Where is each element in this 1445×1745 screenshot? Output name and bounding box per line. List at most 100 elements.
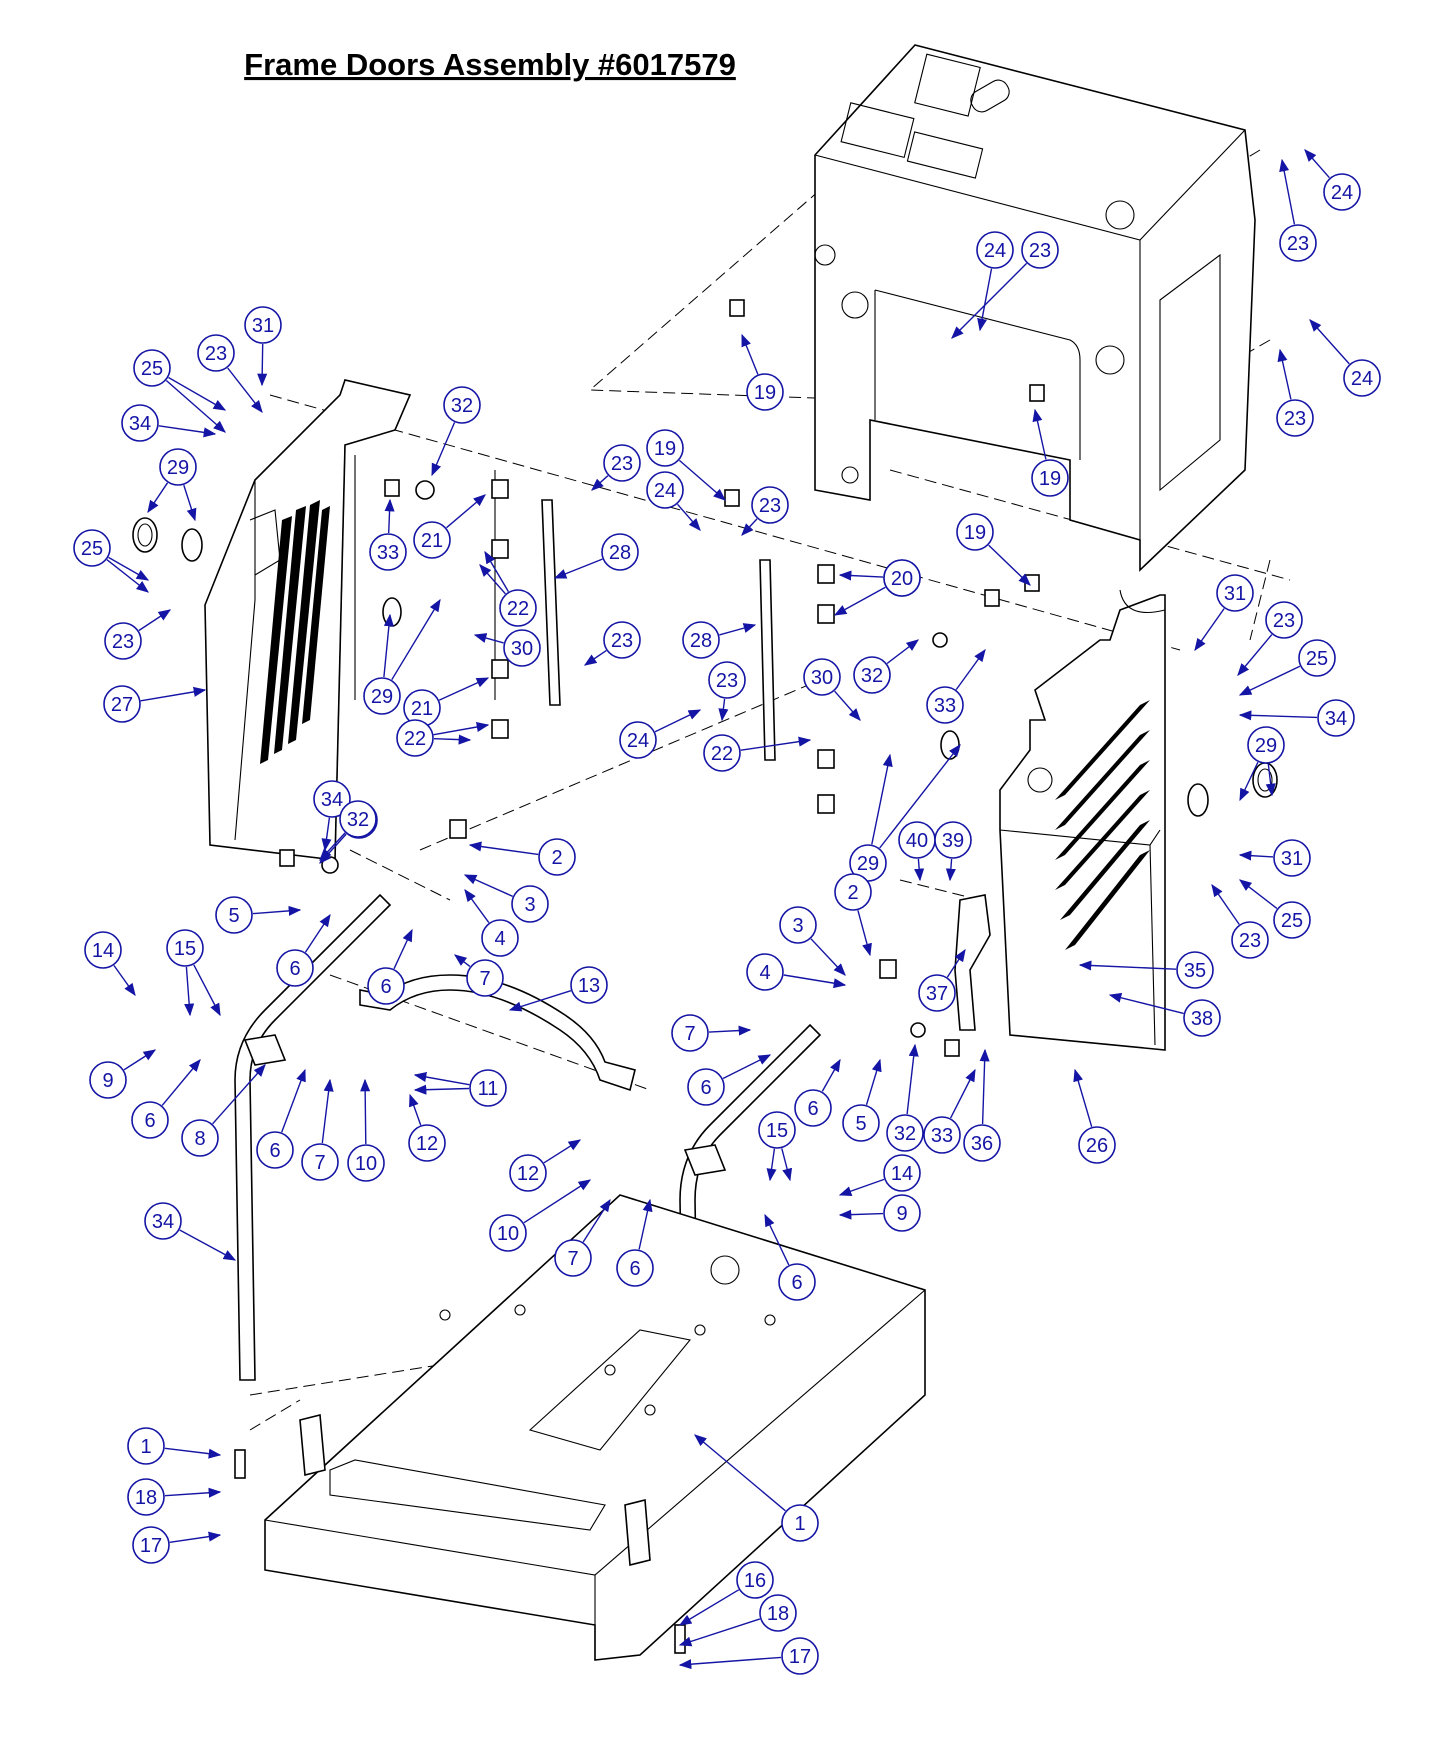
- callout-number: 23: [716, 670, 738, 692]
- callout-number: 38: [1191, 1008, 1213, 1030]
- callout-bubble: [1021, 231, 1059, 269]
- callout-24: 24: [1304, 149, 1361, 211]
- callout-leader-arrow: [164, 1487, 222, 1498]
- callout-bubble: [736, 1561, 774, 1599]
- callout-34: 34: [313, 780, 351, 852]
- callout-leader-arrow: [810, 938, 846, 976]
- callout-bubble: [538, 838, 576, 876]
- callout-4: 4: [746, 953, 847, 991]
- callout-37: 37: [918, 948, 966, 1012]
- callout-number: 24: [1331, 182, 1353, 204]
- callout-31: 31: [1238, 839, 1311, 877]
- callout-number: 6: [629, 1258, 640, 1280]
- callout-number: 21: [411, 698, 433, 720]
- callout-3: 3: [779, 906, 846, 976]
- callout-25: 25: [1239, 879, 1311, 939]
- callout-17: 17: [678, 1637, 819, 1675]
- callout-23: 23: [1237, 601, 1303, 676]
- callout-15: 15: [166, 929, 221, 1017]
- callout-bubble: [73, 529, 111, 567]
- callout-number: 12: [416, 1133, 438, 1155]
- callout-leader-arrow: [165, 379, 226, 433]
- callout-number: 5: [228, 905, 239, 927]
- callout-7: 7: [671, 1014, 752, 1052]
- callout-40: 40: [898, 821, 936, 882]
- callout-4: 4: [464, 888, 519, 957]
- callout-bubble: [469, 1069, 507, 1107]
- callout-leader-arrow: [1309, 319, 1350, 365]
- callout-leader-arrow: [464, 888, 490, 924]
- callout-8: 8: [181, 1064, 266, 1157]
- callout-number: 17: [140, 1535, 162, 1557]
- callout-bubble: [215, 896, 253, 934]
- callout-leader-arrow: [393, 928, 413, 970]
- callout-leader-arrow: [694, 1434, 786, 1512]
- callout-leader-arrow: [914, 858, 925, 882]
- callout-number: 8: [194, 1128, 205, 1150]
- callout-12: 12: [509, 1139, 582, 1192]
- callout-bubble: [1247, 726, 1285, 764]
- callout-number: 3: [524, 894, 535, 916]
- callout-leader-arrow: [821, 1058, 841, 1092]
- callout-number: 25: [1306, 648, 1328, 670]
- callout-leader-arrow: [1078, 960, 1177, 971]
- callout-bubble: [601, 533, 639, 571]
- callout-number: 39: [942, 830, 964, 852]
- callout-number: 14: [92, 940, 114, 962]
- callout-bubble: [682, 621, 720, 659]
- callout-22: 22: [703, 734, 812, 772]
- hardware-parts: [234, 299, 1045, 1654]
- callout-bubble: [751, 486, 789, 524]
- callout-23: 23: [104, 609, 172, 660]
- callout-bubble: [363, 677, 401, 715]
- callout-27: 27: [103, 685, 207, 723]
- callout-34: 34: [1238, 699, 1355, 737]
- callout-leader-arrow: [413, 1072, 470, 1086]
- hinge-bars: [541, 499, 776, 761]
- callout-number: 23: [759, 495, 781, 517]
- right-door: [999, 589, 1166, 1051]
- callout-bubble: [89, 1061, 127, 1099]
- callout-leader-arrow: [783, 974, 847, 989]
- callout-bubble: [133, 349, 171, 387]
- callout-14: 14: [838, 1154, 921, 1196]
- callout-bubble: [759, 1594, 797, 1632]
- callout-number: 24: [1351, 368, 1373, 390]
- callout-number: 21: [421, 530, 443, 552]
- callout-bubble: [646, 471, 684, 509]
- callout-bubble: [746, 373, 784, 411]
- callout-19: 19: [1031, 408, 1069, 497]
- callout-leader-arrow: [1239, 879, 1278, 909]
- callout-number: 33: [931, 1125, 953, 1147]
- callout-32: 32: [431, 386, 481, 477]
- callout-bubble: [781, 1504, 819, 1542]
- callout-number: 12: [517, 1163, 539, 1185]
- callout-6: 6: [616, 1198, 654, 1287]
- callout-leader-arrow: [678, 1589, 740, 1626]
- callout-14: 14: [84, 931, 136, 997]
- callout-leader-arrow: [946, 948, 966, 978]
- callout-number: 34: [129, 413, 151, 435]
- callout-bubble: [1265, 601, 1303, 639]
- callout-bubble: [918, 974, 956, 1012]
- callout-bubble: [197, 334, 235, 372]
- callout-number: 29: [1255, 735, 1277, 757]
- callout-bubble: [976, 231, 1014, 269]
- callout-number: 3: [792, 915, 803, 937]
- callout-bubble: [511, 885, 549, 923]
- callout-leader-arrow: [676, 503, 701, 531]
- callout-number: 25: [81, 538, 103, 560]
- callout-leader-arrow: [591, 475, 609, 491]
- callout-24: 24: [976, 231, 1014, 332]
- callout-leader-arrow: [169, 1531, 222, 1543]
- callout-leader-arrow: [123, 1049, 157, 1071]
- callout-29: 29: [363, 598, 441, 715]
- callout-bubble: [616, 1249, 654, 1287]
- callout-bubble: [1273, 901, 1311, 939]
- callout-25: 25: [73, 529, 150, 593]
- callout-leader-arrow: [833, 586, 886, 616]
- callout-bubble: [923, 1116, 961, 1154]
- callout-leader-arrow: [834, 690, 861, 721]
- callout-bubble: [144, 1202, 182, 1240]
